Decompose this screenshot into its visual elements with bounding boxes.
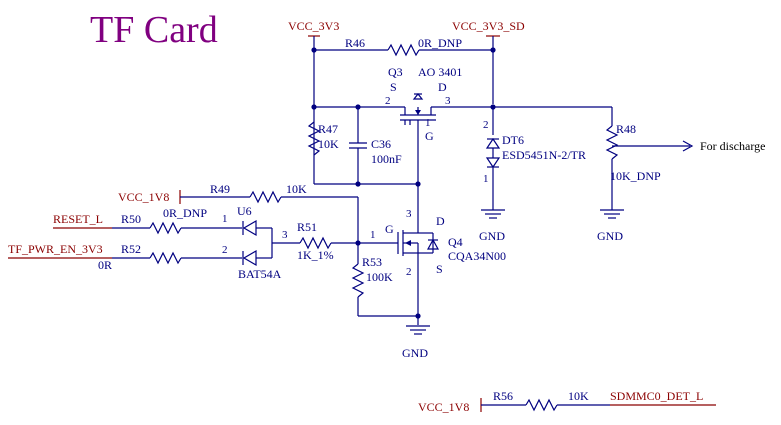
q4-pin-s: S bbox=[436, 262, 443, 276]
net-tf-pwr-en: TF_PWR_EN_3V3 bbox=[8, 242, 103, 256]
u6-num1: 1 bbox=[222, 213, 228, 225]
r56-value: 10K bbox=[568, 389, 589, 403]
r48-resistor bbox=[605, 125, 619, 160]
r51-value: 1K_1% bbox=[297, 248, 334, 262]
r47-ref: R47 bbox=[318, 122, 338, 136]
r52-value: 0R bbox=[98, 258, 112, 272]
gnd-symbol-2 bbox=[600, 209, 624, 219]
r50-value: 0R_DNP bbox=[163, 206, 207, 220]
q3-pin-g: G bbox=[425, 129, 434, 143]
dt6-tvs-diode bbox=[485, 107, 501, 210]
q3-pin-d: D bbox=[438, 80, 447, 94]
r53-ref: R53 bbox=[362, 255, 382, 269]
q3-mosfet bbox=[400, 93, 436, 184]
q4-num1: 1 bbox=[370, 229, 376, 241]
net-vcc-3v3: VCC_3V3 bbox=[288, 19, 339, 33]
q3-ref: Q3 bbox=[388, 65, 403, 79]
q3-num2: 2 bbox=[385, 95, 391, 107]
r51-ref: R51 bbox=[297, 220, 317, 234]
q4-pin-g: G bbox=[385, 222, 394, 236]
net-sdmmc0-det: SDMMC0_DET_L bbox=[610, 389, 703, 403]
r46-ref: R46 bbox=[345, 36, 365, 50]
q4-value: CQA34N00 bbox=[448, 249, 506, 263]
gnd-symbol-1 bbox=[481, 209, 505, 219]
r56-ref: R56 bbox=[493, 389, 513, 403]
net-reset-l: RESET_L bbox=[53, 212, 103, 226]
r49-value: 10K bbox=[286, 182, 307, 196]
u6-num3: 3 bbox=[282, 229, 288, 241]
r49-ref: R49 bbox=[210, 182, 230, 196]
q3-num1: 1 bbox=[425, 117, 431, 129]
r50-ref: R50 bbox=[121, 212, 141, 226]
dt6-ref: DT6 bbox=[502, 133, 524, 147]
q4-ref: Q4 bbox=[448, 235, 463, 249]
r50-resistor bbox=[149, 221, 182, 235]
r53-value: 100K bbox=[366, 270, 393, 284]
net-vcc-1v8-a: VCC_1V8 bbox=[118, 190, 169, 204]
r46-value: 0R_DNP bbox=[418, 36, 462, 50]
dt6-num1: 1 bbox=[483, 173, 489, 185]
q3-num3: 3 bbox=[445, 95, 451, 107]
q3-value: AO 3401 bbox=[418, 65, 462, 79]
r51-resistor bbox=[299, 236, 332, 250]
page-title: TF Card bbox=[90, 9, 218, 51]
r53-resistor bbox=[351, 263, 365, 298]
r46-resistor bbox=[387, 43, 420, 57]
discharge-arrow bbox=[682, 140, 694, 152]
u6-num2: 2 bbox=[222, 244, 228, 256]
q4-pin-d: D bbox=[436, 214, 445, 228]
q4-num2: 2 bbox=[406, 266, 412, 278]
net-vcc-3v3-sd: VCC_3V3_SD bbox=[452, 19, 525, 33]
r49-resistor bbox=[249, 190, 282, 204]
gnd-symbol-3 bbox=[406, 325, 430, 335]
u6-value: BAT54A bbox=[238, 267, 282, 281]
q3-pin-s: S bbox=[390, 80, 397, 94]
r56-resistor bbox=[525, 398, 558, 412]
c36-value: 100nF bbox=[371, 152, 402, 166]
u6-dual-diode bbox=[242, 219, 300, 267]
r47-resistor bbox=[307, 121, 321, 156]
discharge-label: For discharge bbox=[700, 139, 765, 153]
net-vcc-1v8-b: VCC_1V8 bbox=[418, 400, 469, 414]
q4-mosfet bbox=[397, 184, 440, 325]
r52-ref: R52 bbox=[121, 242, 141, 256]
u6-ref: U6 bbox=[237, 204, 252, 218]
dt6-value: ESD5451N-2/TR bbox=[502, 148, 586, 162]
gnd-label-2: GND bbox=[597, 229, 623, 243]
q4-num3: 3 bbox=[406, 208, 412, 220]
r48-value: 10K_DNP bbox=[610, 169, 661, 183]
dt6-num2: 2 bbox=[483, 119, 489, 131]
c36-ref: C36 bbox=[371, 137, 391, 151]
r47-value: 10K bbox=[318, 137, 339, 151]
gnd-label-3: GND bbox=[402, 346, 428, 360]
r52-resistor bbox=[149, 251, 182, 265]
gnd-label-1: GND bbox=[479, 229, 505, 243]
r48-ref: R48 bbox=[616, 122, 636, 136]
